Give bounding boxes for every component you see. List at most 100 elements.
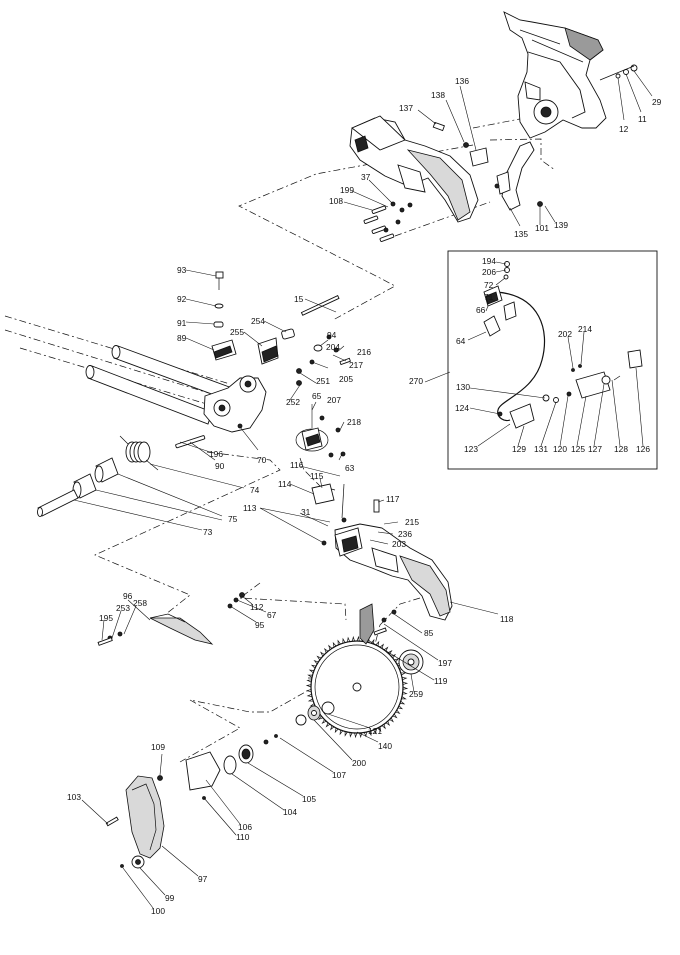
blade-tooth — [368, 730, 372, 737]
callout-119: 119 — [434, 676, 448, 686]
parts-85-197-119 — [359, 603, 397, 645]
blade-tooth — [334, 727, 339, 734]
callout-215: 215 — [405, 517, 419, 527]
blade-tooth — [394, 658, 400, 663]
callout-135: 135 — [514, 229, 528, 239]
callout-67: 67 — [267, 610, 277, 620]
blade-tooth — [316, 655, 322, 661]
blade-tooth — [385, 721, 391, 727]
blade-tooth — [347, 636, 351, 643]
callout-29: 29 — [652, 97, 662, 107]
blade-tooth — [310, 664, 317, 669]
callout-202: 202 — [558, 329, 572, 339]
callout-110: 110 — [236, 832, 250, 842]
blade-tooth — [351, 635, 355, 642]
callout-195: 195 — [99, 613, 113, 623]
fasteners-136-138-137 — [432, 121, 543, 207]
blade-tooth — [401, 677, 408, 681]
blade-tooth — [400, 672, 407, 676]
callout-100: 100 — [151, 906, 165, 916]
callout-11: 11 — [638, 114, 647, 124]
blade-tooth — [313, 660, 319, 665]
blade-tooth — [381, 724, 386, 730]
callout-107: 107 — [332, 770, 346, 780]
callout-99: 99 — [165, 893, 175, 903]
callout-97: 97 — [198, 874, 208, 884]
callout-103: 103 — [67, 792, 81, 802]
assembly-lines — [4, 117, 556, 763]
spring-and-collars — [37, 435, 206, 517]
callout-216: 216 — [357, 347, 371, 357]
blade-tooth — [399, 700, 406, 705]
blade-case-main — [321, 499, 453, 621]
callout-116: 116 — [290, 460, 304, 470]
blade-tooth — [339, 729, 344, 736]
callout-92: 92 — [177, 294, 187, 304]
callout-93: 93 — [177, 265, 187, 275]
callout-89: 89 — [177, 333, 187, 343]
blade-tooth — [342, 637, 346, 644]
screws-37-199-108 — [363, 201, 413, 242]
leader-lines — [73, 70, 653, 909]
callout-112: 112 — [250, 602, 264, 612]
callout-118: 118 — [500, 614, 514, 624]
callout-218: 218 — [347, 417, 361, 427]
blade-tooth — [395, 709, 401, 714]
blade-tooth — [402, 681, 409, 685]
callout-108: 108 — [329, 196, 343, 206]
center-cover-plate — [157, 751, 221, 800]
blade-tooth — [379, 643, 384, 649]
callout-124: 124 — [455, 403, 469, 413]
callout-65: 65 — [312, 391, 322, 401]
callout-120: 120 — [553, 444, 567, 454]
callout-91: 91 — [177, 318, 187, 328]
callout-labels: 29 11 12 136 138 137 37 199 108 135 101 … — [67, 76, 662, 916]
blade-tooth — [401, 696, 407, 700]
blade-tooth — [389, 717, 394, 723]
blade-tooth — [332, 641, 337, 648]
callout-137: 137 — [399, 103, 413, 113]
link-arm — [496, 141, 535, 211]
callout-96: 96 — [123, 591, 133, 601]
callout-94: 94 — [327, 330, 337, 340]
callout-63: 63 — [345, 463, 355, 473]
blade-tooth — [305, 689, 312, 693]
callout-121: 121 — [368, 726, 382, 736]
blade-tooth — [391, 653, 397, 659]
callout-64: 64 — [456, 336, 466, 346]
callout-139: 139 — [554, 220, 568, 230]
callout-109: 109 — [151, 742, 165, 752]
saw-blade — [305, 635, 409, 739]
callout-251: 251 — [316, 376, 330, 386]
callout-105: 105 — [302, 794, 316, 804]
callout-37: 37 — [361, 172, 371, 182]
callout-115: 115 — [310, 471, 324, 481]
blade-tooth — [392, 713, 398, 719]
callout-207: 207 — [327, 395, 341, 405]
blade-tooth — [328, 644, 333, 650]
blade-tooth — [356, 635, 360, 642]
callout-136: 136 — [455, 76, 469, 86]
blade-tooth — [330, 725, 335, 731]
blade-tooth — [377, 726, 382, 733]
blade-tooth — [305, 684, 312, 688]
callout-128: 128 — [614, 444, 628, 454]
pins-center — [296, 295, 351, 386]
parts-106-104-105-107 — [223, 734, 278, 775]
callout-252: 252 — [286, 397, 300, 407]
blade-tooth — [325, 722, 331, 728]
callout-117: 117 — [386, 494, 400, 504]
callout-140: 140 — [378, 741, 392, 751]
inset-switch-assembly — [447, 250, 658, 470]
blade-case-upper — [349, 115, 479, 223]
callout-253: 253 — [116, 603, 130, 613]
callout-196: 196 — [209, 449, 223, 459]
callout-70: 70 — [257, 455, 267, 465]
brackets-255-254 — [257, 328, 295, 365]
callout-114: 114 — [278, 479, 292, 489]
lock-lever — [295, 404, 346, 458]
callout-72: 72 — [484, 280, 494, 290]
callout-258: 258 — [133, 598, 147, 608]
parts-115-116 — [311, 483, 347, 523]
